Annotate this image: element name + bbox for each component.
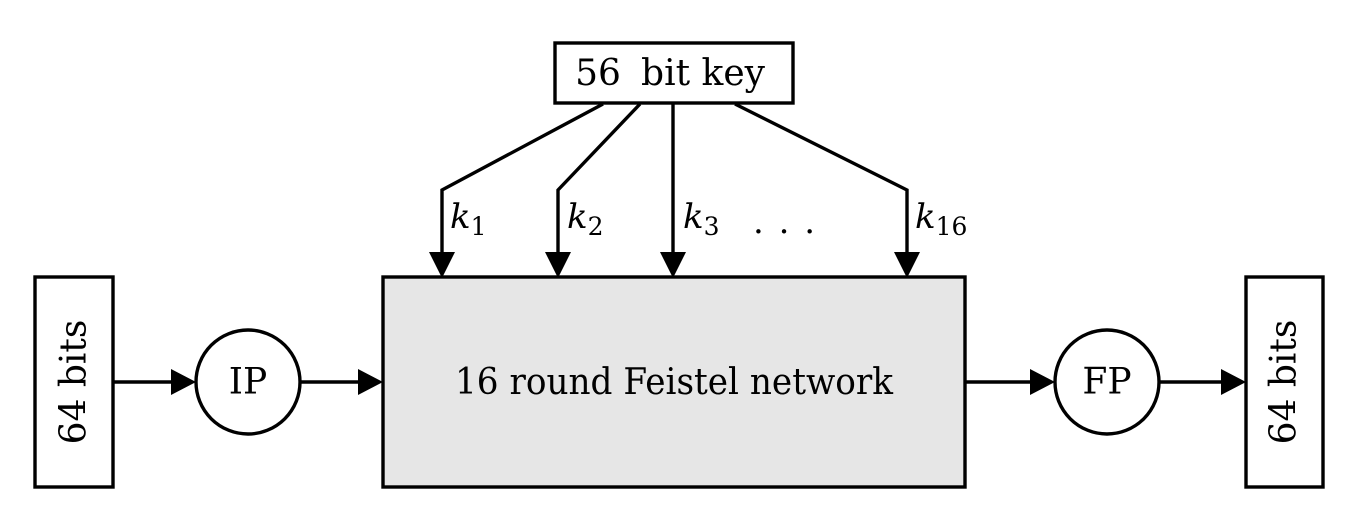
subkey-label-k1-sub: 1 [471, 212, 487, 241]
ip-node-group: IP [194, 328, 302, 436]
arrow-fp-to-output-arrowhead [1221, 369, 1246, 395]
subkey-ellipsis: . . . [753, 202, 817, 242]
subkey-label-k3-sub: 3 [704, 212, 720, 241]
ip-node-label: IP [229, 362, 267, 403]
subkey-labels-group: k1 k2 k3 . . . k16 [450, 197, 967, 242]
feistel-box-group: 16 round Feistel network [381, 275, 967, 489]
subkey-arrow-k2-arrowhead [545, 252, 571, 278]
subkey-arrow-k16-line [734, 102, 909, 256]
fp-node-label: FP [1082, 362, 1131, 403]
subkey-label-k16-base: k [915, 197, 936, 237]
output-bits-box [1244, 275, 1325, 489]
subkey-label-k3-base: k [683, 197, 704, 237]
input-box-group: 64 bits [33, 275, 115, 489]
subkey-label-k16-sub: 16 [936, 212, 968, 241]
key-box-label: 56 bit key [575, 53, 766, 94]
arrow-input-to-ip [113, 369, 196, 395]
key-box [553, 41, 795, 105]
subkey-label-k2: k2 [567, 197, 604, 241]
input-bits-label: 64 bits [54, 320, 95, 445]
subkey-arrow-k3-arrowhead [660, 252, 686, 278]
arrow-input-to-ip-arrowhead [171, 369, 196, 395]
subkey-arrow-k1-line [440, 102, 604, 256]
subkey-label-k16: k16 [915, 197, 967, 241]
arrow-feistel-to-fp-arrowhead [1030, 369, 1055, 395]
subkey-label-k2-base: k [567, 197, 588, 237]
key-box-label-number: 56 [575, 53, 621, 94]
feistel-box-label: 16 round Feistel network [455, 362, 894, 403]
subkey-arrow-k16-arrowhead [894, 252, 920, 278]
arrow-fp-to-output [1159, 369, 1246, 395]
subkey-arrow-k1-arrowhead [429, 252, 455, 278]
subkey-label-k1-base: k [450, 197, 471, 237]
subkey-label-k3: k3 [683, 197, 720, 241]
key-box-group: 56 bit key [553, 41, 795, 105]
key-box-label-unit: bit key [641, 53, 766, 94]
output-bits-label: 64 bits [1264, 320, 1305, 445]
arrow-ip-to-feistel-arrowhead [358, 369, 383, 395]
input-bits-box [33, 275, 115, 489]
fp-node-group: FP [1053, 328, 1161, 436]
subkey-arrows-group [429, 102, 920, 278]
arrow-feistel-to-fp [965, 369, 1055, 395]
arrow-ip-to-feistel [300, 369, 383, 395]
output-box-group: 64 bits [1244, 275, 1325, 489]
subkey-arrow-k2-line [556, 102, 642, 256]
subkey-label-k1: k1 [450, 197, 487, 241]
subkey-label-k2-sub: 2 [588, 212, 604, 241]
feistel-box [381, 275, 967, 489]
